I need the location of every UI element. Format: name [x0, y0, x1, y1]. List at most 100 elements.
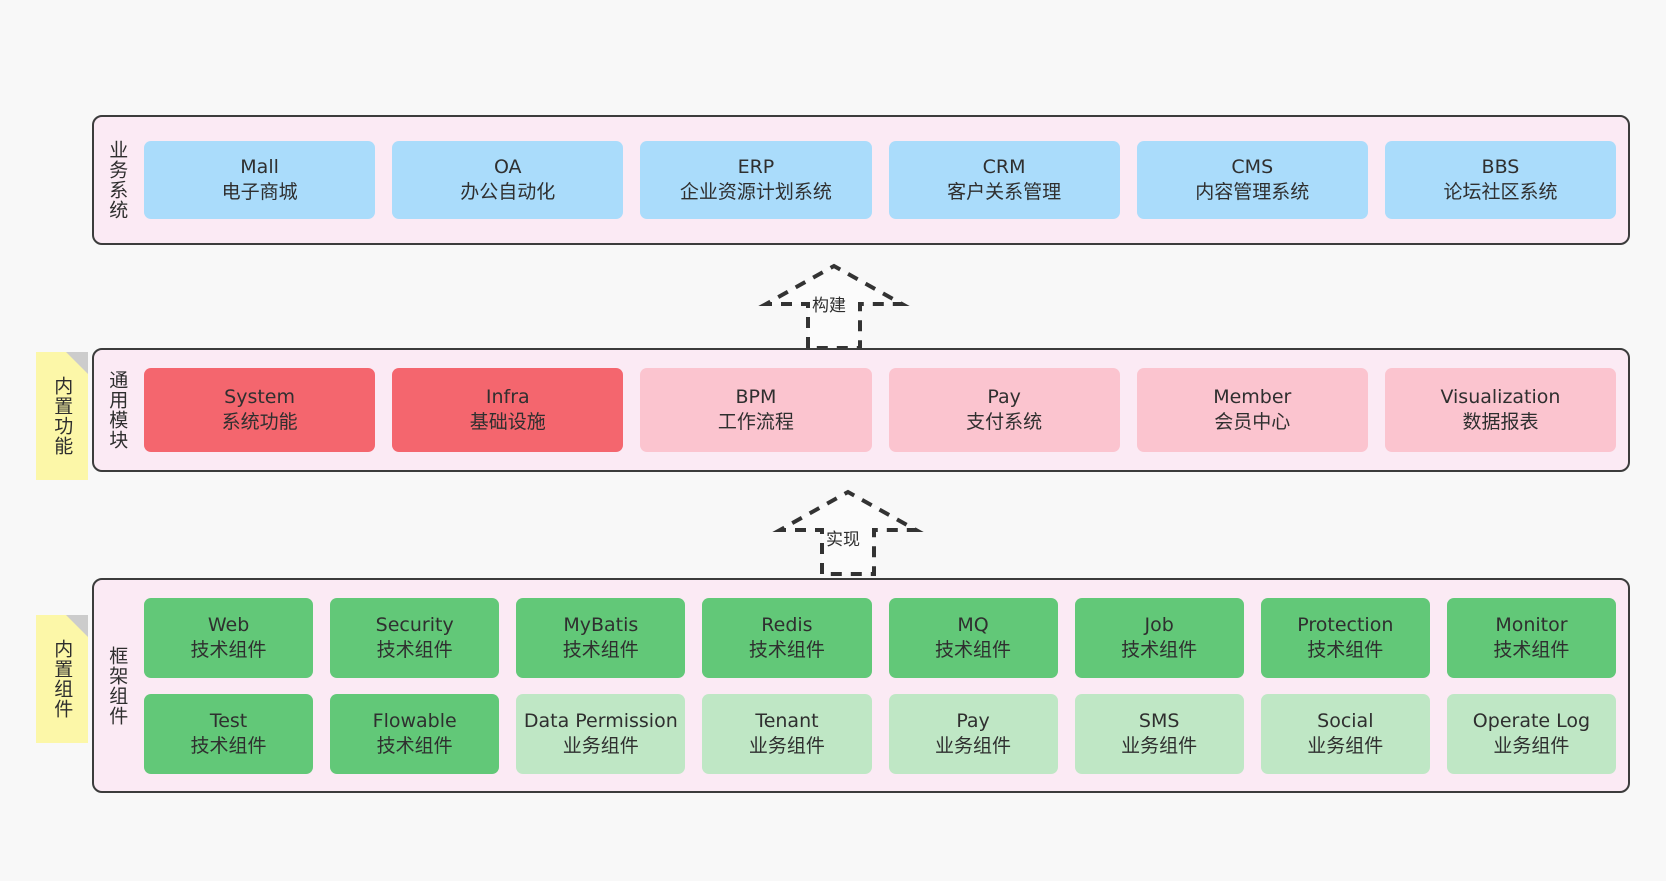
card-mybatis[interactable]: MyBatis 技术组件 [516, 597, 686, 678]
card-flowable-desc: 技术组件 [376, 734, 453, 757]
card-erp-desc: 企业资源计划系统 [679, 181, 832, 203]
business-system-layer: 业务系统 Mall 电子商城 OA 办公自动化 ERP 企业资源计划系统 CRM… [92, 115, 1630, 245]
card-pay-module[interactable]: Pay 支付系统 [888, 368, 1120, 452]
business-system-layer-title: 业务系统 [106, 140, 129, 220]
card-monitor-name: Monitor [1495, 613, 1568, 636]
card-data-permission-name: Data Permission [523, 709, 678, 732]
card-system-desc: 系统功能 [221, 411, 298, 433]
card-sms-desc: 业务组件 [1121, 734, 1198, 757]
card-system[interactable]: System 系统功能 [144, 368, 376, 452]
card-bbs[interactable]: BBS 论坛社区系统 [1384, 141, 1617, 219]
card-job[interactable]: Job 技术组件 [1074, 597, 1244, 678]
card-infra[interactable]: Infra 基础设施 [392, 368, 624, 452]
card-oa[interactable]: OA 办公自动化 [392, 141, 624, 219]
note-builtin-function-label: 内置功能 [51, 376, 74, 456]
card-sms[interactable]: SMS 业务组件 [1074, 693, 1244, 774]
card-social-name: Social [1317, 709, 1374, 732]
card-operate-log[interactable]: Operate Log 业务组件 [1446, 693, 1616, 774]
card-pay-component-desc: 业务组件 [935, 734, 1012, 757]
note-fold-icon [66, 615, 88, 637]
card-monitor[interactable]: Monitor 技术组件 [1446, 597, 1616, 678]
note-builtin-component-label: 内置组件 [51, 639, 74, 719]
card-mq[interactable]: MQ 技术组件 [888, 597, 1058, 678]
framework-row-1: Web 技术组件 Security 技术组件 MyBatis 技术组件 Redi… [144, 597, 1616, 678]
framework-component-layer: 框架组件 Web 技术组件 Security 技术组件 MyBatis 技术组件… [92, 578, 1630, 793]
card-cms[interactable]: CMS 内容管理系统 [1136, 141, 1368, 219]
card-mybatis-desc: 技术组件 [562, 638, 639, 661]
card-mall[interactable]: Mall 电子商城 [144, 141, 376, 219]
business-system-row: Mall 电子商城 OA 办公自动化 ERP 企业资源计划系统 CRM 客户关系… [144, 141, 1617, 219]
card-mybatis-name: MyBatis [563, 613, 639, 636]
card-monitor-desc: 技术组件 [1493, 638, 1570, 661]
arrow-build-icon [758, 263, 910, 350]
card-job-desc: 技术组件 [1121, 638, 1198, 661]
common-module-cards: System 系统功能 Infra 基础设施 BPM 工作流程 Pay 支付系统… [140, 350, 1628, 470]
card-flowable[interactable]: Flowable 技术组件 [330, 693, 500, 774]
card-infra-name: Infra [485, 386, 530, 409]
card-member[interactable]: Member 会员中心 [1136, 368, 1368, 452]
card-visualization-desc: 数据报表 [1462, 411, 1539, 433]
card-bbs-name: BBS [1481, 156, 1520, 179]
card-pay-component[interactable]: Pay 业务组件 [888, 693, 1058, 774]
card-pay-component-name: Pay [956, 709, 990, 732]
card-protection-name: Protection [1297, 613, 1394, 636]
card-web[interactable]: Web 技术组件 [144, 597, 314, 678]
card-security-name: Security [375, 613, 454, 636]
arrow-build-label: 构建 [812, 296, 846, 316]
card-mall-desc: 电子商城 [221, 181, 298, 203]
card-pay-module-name: Pay [987, 386, 1021, 409]
card-visualization-name: Visualization [1440, 386, 1561, 409]
card-oa-desc: 办公自动化 [460, 181, 556, 203]
card-data-permission[interactable]: Data Permission 业务组件 [516, 693, 686, 774]
card-pay-module-desc: 支付系统 [966, 411, 1043, 433]
framework-component-cards: Web 技术组件 Security 技术组件 MyBatis 技术组件 Redi… [140, 580, 1628, 791]
card-cms-name: CMS [1231, 156, 1274, 179]
card-security-desc: 技术组件 [376, 638, 453, 661]
card-redis-desc: 技术组件 [748, 638, 825, 661]
arrow-implement-label: 实现 [826, 530, 860, 550]
card-bpm-name: BPM [735, 386, 777, 409]
card-social-desc: 业务组件 [1307, 734, 1384, 757]
card-job-name: Job [1144, 613, 1174, 636]
card-mall-name: Mall [240, 156, 279, 179]
card-social[interactable]: Social 业务组件 [1260, 693, 1430, 774]
card-operate-log-name: Operate Log [1472, 709, 1591, 732]
card-mq-name: MQ [957, 613, 989, 636]
card-protection[interactable]: Protection 技术组件 [1260, 597, 1430, 678]
card-tenant[interactable]: Tenant 业务组件 [702, 693, 872, 774]
card-member-desc: 会员中心 [1214, 411, 1291, 433]
arrow-implement-icon [772, 489, 924, 576]
business-system-cards: Mall 电子商城 OA 办公自动化 ERP 企业资源计划系统 CRM 客户关系… [140, 117, 1628, 243]
card-bpm[interactable]: BPM 工作流程 [640, 368, 872, 452]
card-operate-log-desc: 业务组件 [1493, 734, 1570, 757]
card-tenant-name: Tenant [755, 709, 819, 732]
card-infra-desc: 基础设施 [469, 411, 546, 433]
common-module-layer-title: 通用模块 [106, 370, 129, 450]
card-oa-name: OA [493, 156, 522, 179]
card-bbs-desc: 论坛社区系统 [1443, 181, 1558, 203]
card-test-desc: 技术组件 [190, 734, 267, 757]
card-system-name: System [224, 386, 296, 409]
card-test[interactable]: Test 技术组件 [144, 693, 314, 774]
card-bpm-desc: 工作流程 [717, 411, 794, 433]
card-redis[interactable]: Redis 技术组件 [702, 597, 872, 678]
card-security[interactable]: Security 技术组件 [330, 597, 500, 678]
card-member-name: Member [1213, 386, 1292, 409]
common-module-row: System 系统功能 Infra 基础设施 BPM 工作流程 Pay 支付系统… [144, 368, 1617, 452]
card-visualization[interactable]: Visualization 数据报表 [1384, 368, 1617, 452]
card-data-permission-desc: 业务组件 [562, 734, 639, 757]
card-redis-name: Redis [761, 613, 813, 636]
card-tenant-desc: 业务组件 [748, 734, 825, 757]
arrow-build [758, 262, 910, 350]
card-erp[interactable]: ERP 企业资源计划系统 [640, 141, 872, 219]
card-crm-name: CRM [982, 156, 1026, 179]
card-web-name: Web [207, 613, 250, 636]
card-test-name: Test [209, 709, 248, 732]
card-sms-name: SMS [1138, 709, 1180, 732]
card-protection-desc: 技术组件 [1307, 638, 1384, 661]
card-crm[interactable]: CRM 客户关系管理 [888, 141, 1120, 219]
card-flowable-name: Flowable [372, 709, 457, 732]
arrow-implement [772, 488, 924, 576]
framework-component-layer-title: 框架组件 [106, 645, 129, 726]
